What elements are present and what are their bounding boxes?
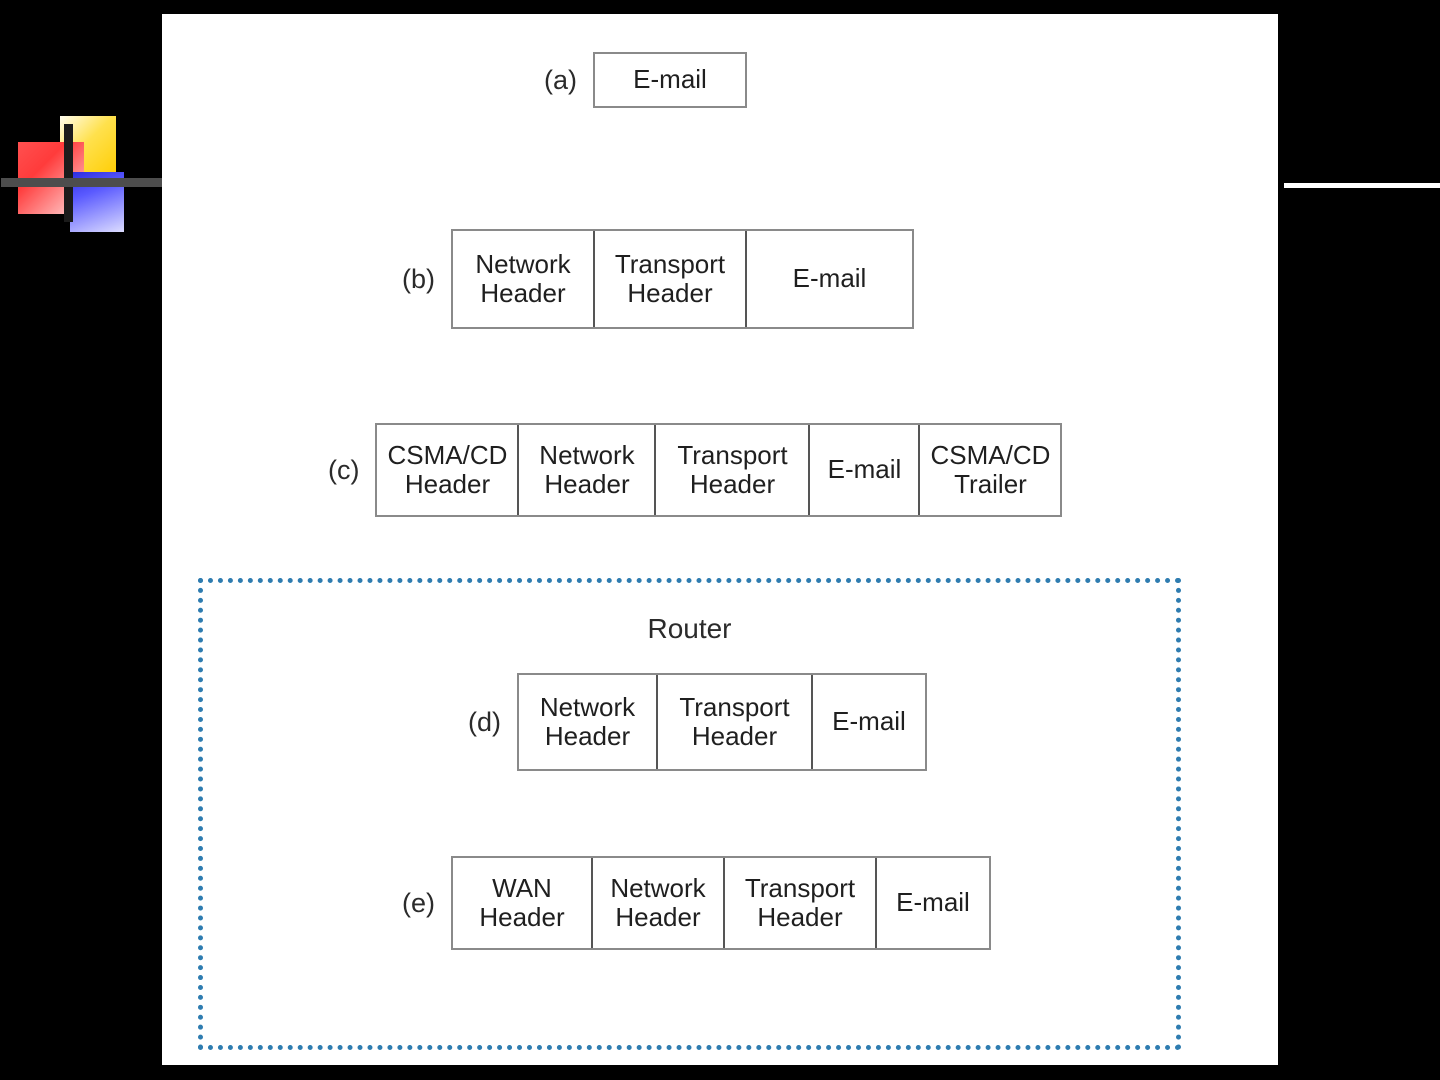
- pdu-cell-line2: Header: [691, 721, 778, 751]
- pdu-cell-email: E-mail: [595, 54, 745, 106]
- pdu-cell-line1: Transport: [744, 872, 856, 903]
- pdu-cell-network-header: Network Header: [519, 425, 657, 515]
- pdu-row-a: (a) E-mail: [544, 52, 747, 108]
- pdu-cell-line1: E-mail: [792, 263, 867, 294]
- pdu-cell-csmacd-trailer: CSMA/CD Trailer: [920, 425, 1060, 515]
- pdu-cell-line1: Transport: [679, 691, 790, 722]
- pdu-cell-line2: Header: [627, 278, 713, 308]
- pdu-cell-email: E-mail: [747, 231, 912, 327]
- logo-horizontal-bar-icon: [1, 178, 173, 187]
- pdu-cell-line2: Header: [480, 278, 566, 308]
- pdu-cell-email: E-mail: [877, 858, 989, 948]
- pdu-cell-network-header: Network Header: [593, 858, 725, 948]
- pdu-cell-line2: Trailer: [954, 469, 1027, 499]
- pdu-cell-line1: CSMA/CD: [387, 439, 508, 470]
- pdu-cell-transport-header: Transport Header: [656, 425, 811, 515]
- pdu-row-d: (d) Network Header Transport Header E-ma…: [468, 673, 927, 771]
- pdu-cell-line1: E-mail: [832, 706, 906, 737]
- slide-canvas: (a) E-mail (b) Network Header Transport …: [162, 14, 1278, 1065]
- pdu-cell-line1: WAN: [492, 872, 552, 903]
- pdu-cell-line2: Header: [689, 469, 776, 499]
- router-container: Router: [198, 578, 1181, 1050]
- pdu-cell-transport-header: Transport Header: [595, 231, 747, 327]
- pdu-row-e-boxes: WAN Header Network Header Transport Head…: [451, 856, 991, 950]
- pdu-row-c: (c) CSMA/CD Header Network Header Transp…: [328, 423, 1063, 517]
- pdu-cell-line2: Header: [544, 721, 631, 751]
- pdu-cell-email: E-mail: [810, 425, 921, 515]
- pdu-cell-line1: Transport: [614, 248, 726, 279]
- pdu-cell-network-header: Network Header: [519, 675, 658, 769]
- pdu-cell-line1: Network: [475, 248, 571, 279]
- pdu-cell-line1: Transport: [677, 439, 788, 470]
- pdu-row-b-label: (b): [402, 263, 435, 294]
- pdu-cell-email: E-mail: [813, 675, 925, 769]
- pdu-cell-transport-header: Transport Header: [658, 675, 813, 769]
- pdu-cell-line1: E-mail: [827, 454, 902, 485]
- slide-right-margin: [1278, 0, 1440, 1080]
- pdu-cell-line1: E-mail: [896, 887, 970, 918]
- router-title: Router: [647, 613, 732, 644]
- pdu-row-a-label: (a): [544, 64, 577, 95]
- pdu-row-d-boxes: Network Header Transport Header E-mail: [517, 673, 927, 771]
- pdu-row-c-boxes: CSMA/CD Header Network Header Transport …: [375, 423, 1063, 517]
- pdu-cell-line2: Header: [479, 902, 565, 932]
- pdu-row-d-label: (d): [468, 706, 501, 737]
- pdu-cell-transport-header: Transport Header: [725, 858, 877, 948]
- pdu-cell-line1: Network: [610, 872, 706, 903]
- pdu-cell-line1: Network: [539, 439, 635, 470]
- pdu-cell-line1: CSMA/CD: [930, 439, 1051, 470]
- pdu-row-b: (b) Network Header Transport Header E-ma…: [402, 229, 914, 329]
- pdu-row-b-boxes: Network Header Transport Header E-mail: [451, 229, 914, 329]
- pdu-cell-line1: Network: [539, 691, 636, 722]
- slide-right-rule: [1284, 183, 1440, 188]
- pdu-row-c-label: (c): [328, 454, 360, 485]
- pdu-cell-line2: Header: [544, 469, 630, 499]
- pdu-row-e-label: (e): [402, 887, 435, 918]
- slide-logo-decoration: [14, 116, 134, 232]
- pdu-cell-network-header: Network Header: [453, 231, 595, 327]
- pdu-cell-line2: Header: [757, 902, 843, 932]
- pdu-cell-line2: Header: [615, 902, 701, 932]
- pdu-cell-line2: Header: [404, 469, 491, 499]
- logo-vertical-bar-icon: [64, 124, 73, 222]
- pdu-row-e: (e) WAN Header Network Header Transport …: [402, 856, 991, 950]
- pdu-row-a-boxes: E-mail: [593, 52, 747, 108]
- pdu-cell-line1: E-mail: [633, 64, 707, 95]
- pdu-cell-csmacd-header: CSMA/CD Header: [377, 425, 520, 515]
- pdu-cell-wan-header: WAN Header: [453, 858, 593, 948]
- slide-left-margin: [0, 0, 173, 1080]
